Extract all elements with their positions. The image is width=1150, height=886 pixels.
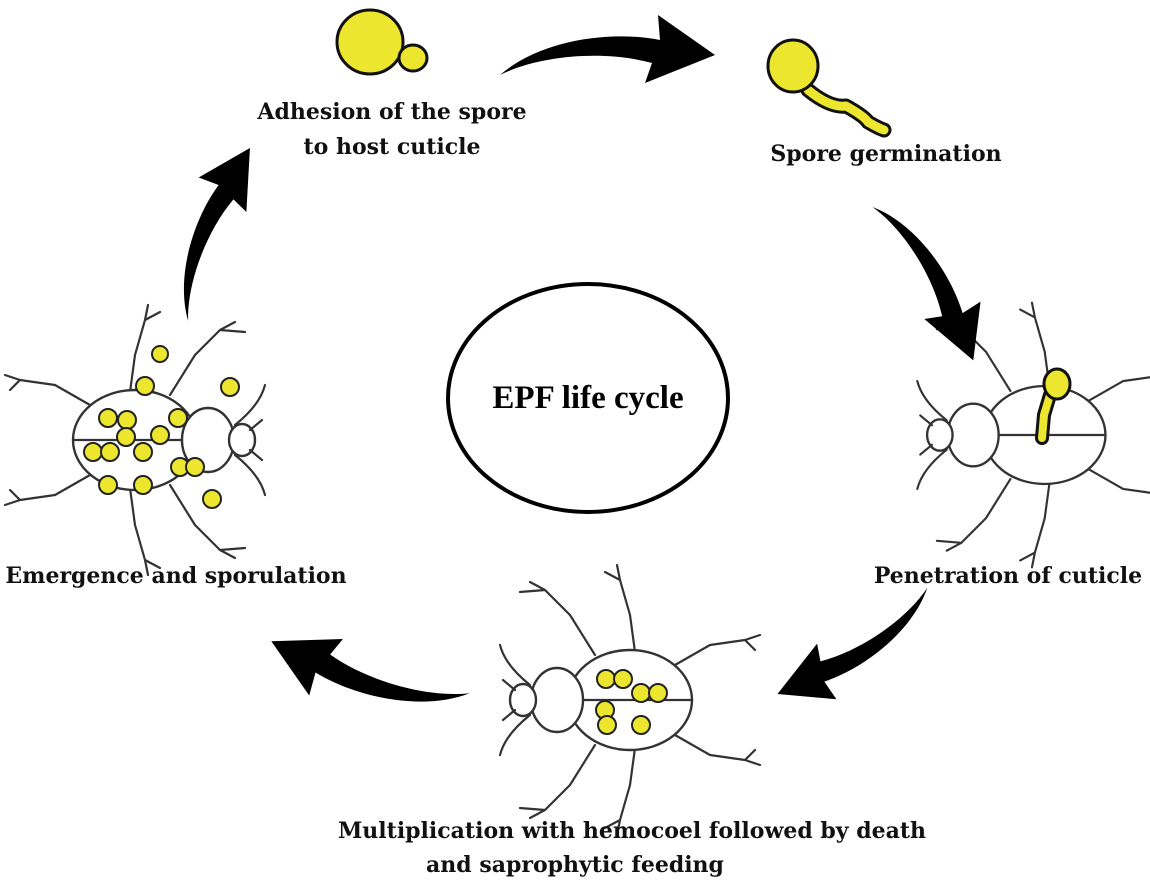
cycle-arrow-icon-adhesion-to-germination xyxy=(500,15,715,83)
stage-label-emergence: Emergence and sporulation xyxy=(5,563,346,589)
stage-label-multiplication-line1: Multiplication with hemocoel followed by… xyxy=(338,818,926,844)
germinating-spore-icon xyxy=(766,38,892,138)
cycle-arrow-icon-emergence-to-adhesion xyxy=(141,133,272,324)
emerging-spores xyxy=(83,345,240,509)
multiplication-beetle-icon xyxy=(498,563,762,837)
stage-label-multiplication-line2: and saprophytic feeding xyxy=(426,852,724,878)
cycle-arrow-icon-germination-to-penetration xyxy=(866,183,1004,372)
stage-label-penetration: Penetration of cuticle xyxy=(874,563,1142,589)
hemocoel-spores xyxy=(595,669,668,735)
stage-label-adhesion-line1: Adhesion of the spore xyxy=(256,99,526,125)
cycle-arrow-icon-multiplication-to-emergence xyxy=(258,616,473,747)
cycle-arrow-icon-penetration-to-multiplication xyxy=(765,582,953,724)
penetrating-spore-icon xyxy=(1035,367,1072,445)
stage-label-adhesion-line2: to host cuticle xyxy=(303,134,480,160)
stage-label-germination: Spore germination xyxy=(770,141,1001,167)
adhesion-spore-icon xyxy=(335,8,429,76)
center-circle xyxy=(446,282,730,514)
center-label: EPF life cycle xyxy=(492,380,683,416)
